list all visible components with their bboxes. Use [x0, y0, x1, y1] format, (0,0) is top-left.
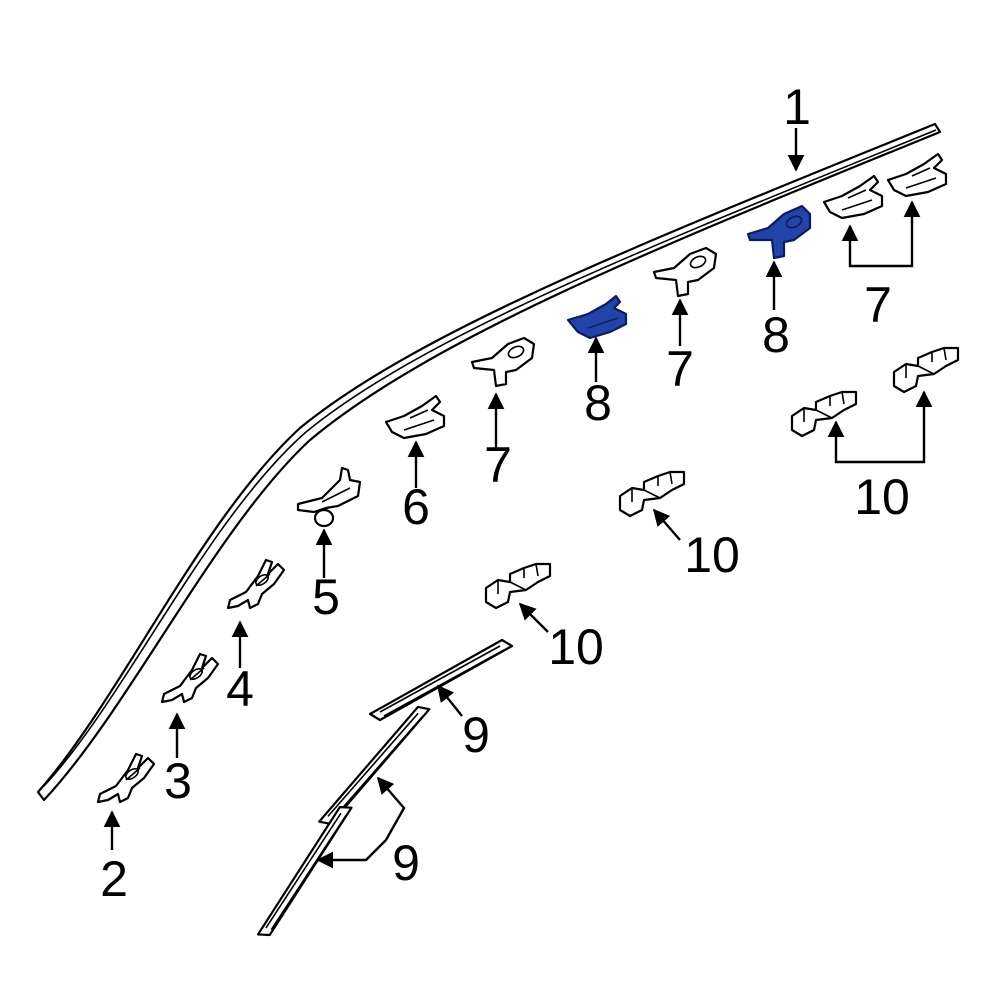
callout-2: 2 [100, 851, 128, 907]
nut-part-10-d [892, 346, 960, 394]
callout-10-b: 10 [548, 619, 604, 675]
callout-4: 4 [226, 661, 254, 717]
callout-labels: 1 2 3 4 5 6 7 7 7 8 8 9 9 10 10 10 [100, 79, 910, 907]
highlighted-retainer-part-8-a [566, 294, 628, 340]
roof-molding-part-1 [36, 122, 942, 802]
callout-5: 5 [312, 569, 340, 625]
nut-part-10-a [484, 562, 552, 610]
leader-lines [103, 128, 933, 869]
callout-3: 3 [164, 753, 192, 809]
callout-9-b: 9 [392, 835, 420, 891]
callout-7-c: 7 [864, 277, 892, 333]
highlighted-bracket-part-8-b [746, 204, 812, 260]
trim-strip-part-9-b [292, 702, 456, 829]
callout-10-c: 10 [854, 469, 910, 525]
callout-8-a: 8 [584, 375, 612, 431]
clip-part-3 [160, 652, 220, 704]
nut-part-10-b [618, 470, 686, 518]
callout-7-b: 7 [666, 341, 694, 397]
callout-8-b: 8 [762, 307, 790, 363]
bracket-part-7-b [652, 246, 718, 298]
trim-strip-part-9-c [222, 801, 388, 941]
clip-part-2 [96, 752, 156, 804]
callout-10-a: 10 [684, 527, 740, 583]
callout-9-a: 9 [462, 707, 490, 763]
callout-7-a: 7 [484, 437, 512, 493]
fastener-part-5 [296, 466, 362, 528]
retainer-part-6 [384, 394, 446, 440]
clip-part-4 [226, 558, 286, 610]
callout-1: 1 [783, 79, 811, 135]
callout-6: 6 [402, 479, 430, 535]
retainer-part-7-c [822, 174, 884, 220]
trim-strip-part-9-a [368, 638, 514, 722]
retainer-part-7-d [886, 152, 948, 198]
nut-part-10-c [790, 390, 858, 438]
bracket-part-7-a [470, 336, 536, 388]
